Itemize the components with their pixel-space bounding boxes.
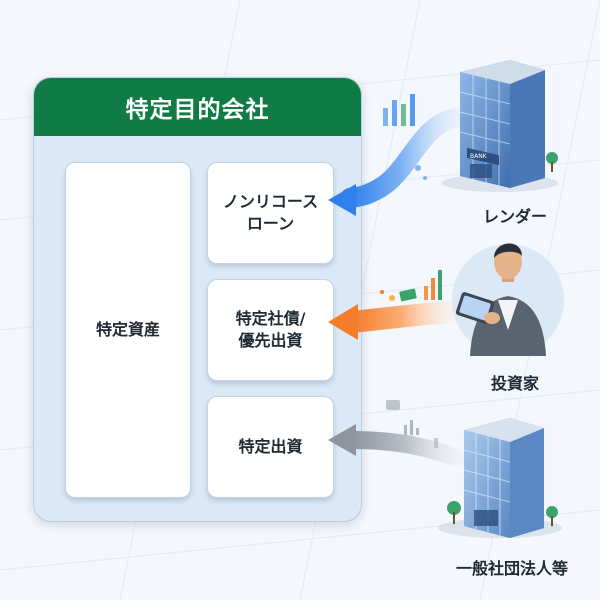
spc-container: 特定目的会社 特定資産 ノンリコース ローン 特定社債/ 優先出資 特定出資	[33, 77, 362, 522]
equity-arrow	[328, 424, 467, 467]
bank-sign: BANK	[470, 153, 488, 160]
loan-label-line1: ノンリコース	[222, 191, 319, 211]
bank-building-icon: BANK	[442, 60, 558, 192]
investor-person-icon	[452, 243, 564, 356]
bar-chart-icon	[383, 94, 427, 180]
specified-bond-box: 特定社債/ 優先出資	[207, 279, 334, 381]
specified-asset-box: 特定資産	[65, 162, 191, 498]
nonrecourse-loan-box: ノンリコース ローン	[207, 162, 334, 264]
specified-equity-box: 特定出資	[207, 396, 334, 498]
lender-label: レンダー	[482, 207, 547, 226]
loan-label-line2: ローン	[246, 214, 295, 233]
office-building-icon	[438, 418, 562, 538]
bond-label-line1: 特定社債/	[235, 308, 306, 328]
money-icon	[380, 270, 442, 302]
investor-label: 投資家	[490, 374, 539, 393]
loan-arrow	[328, 108, 465, 216]
general-association-label: 一般社団法人等	[455, 559, 568, 578]
spc-title: 特定目的会社	[34, 78, 361, 136]
bond-arrow	[328, 301, 463, 340]
equity-label: 特定出資	[238, 436, 303, 456]
specified-asset-label: 特定資産	[95, 319, 160, 339]
bond-label-line2: 優先出資	[238, 331, 303, 350]
document-icon	[386, 400, 438, 448]
